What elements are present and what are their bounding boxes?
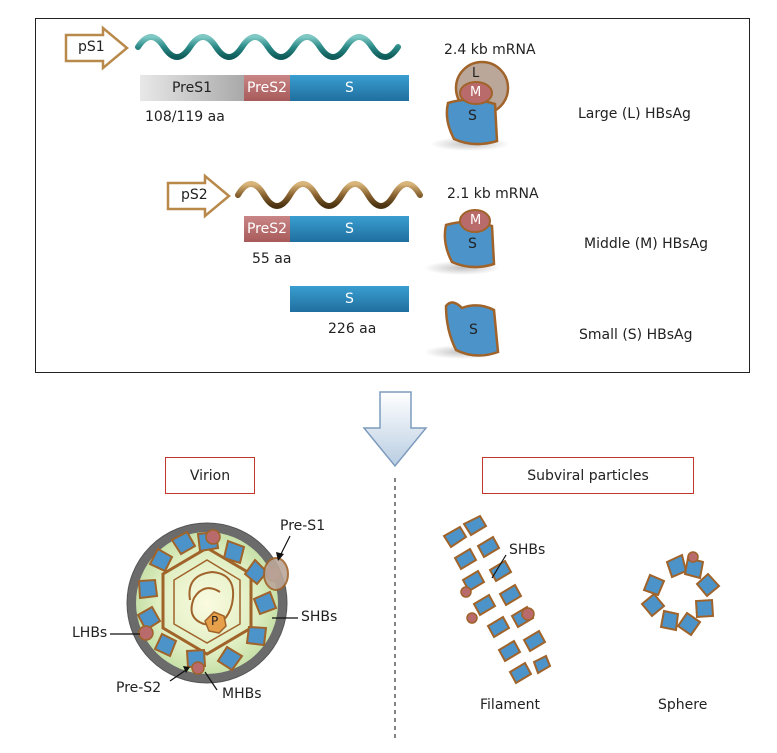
label-polymerase: P	[211, 614, 219, 628]
segment-s-large: S	[290, 75, 409, 101]
shape-letter-s-small: S	[469, 322, 478, 338]
shape-letter-m-middle: M	[470, 213, 482, 228]
label-mhbs: MHBs	[222, 686, 262, 702]
promoter-label-ps1: pS1	[78, 39, 105, 55]
protein-label-small: Small (S) HBsAg	[579, 327, 693, 343]
promoter-arrow-ps2	[166, 173, 231, 219]
flow-down-arrow	[362, 391, 428, 468]
virion-particle	[126, 522, 289, 684]
label-sphere: Sphere	[658, 697, 708, 713]
segment-s-small: S	[290, 286, 409, 312]
length-label-middle: 55 aa	[252, 251, 292, 267]
segment-s-middle: S	[290, 216, 409, 242]
label-filament: Filament	[480, 697, 541, 713]
sphere-particle	[640, 553, 721, 637]
virion-polymerase	[204, 611, 227, 634]
label-shbs-subviral: SHBs	[509, 542, 546, 558]
shape-letter-s-large: S	[468, 108, 477, 124]
label-shbs-virion: SHBs	[301, 609, 338, 625]
mrna-label-middle: 2.1 kb mRNA	[447, 186, 539, 202]
shape-letter-m-large: M	[470, 85, 482, 100]
segment-pres2-large: PreS2	[244, 75, 290, 101]
middle-protein-m-domain	[459, 209, 491, 233]
shape-letter-s-middle: S	[468, 236, 477, 252]
subviral-title-box: Subviral particles	[482, 457, 694, 494]
mrna-label-large: 2.4 kb mRNA	[444, 42, 536, 58]
shape-letter-l: L	[472, 66, 480, 81]
mrna-helix-middle	[235, 181, 423, 209]
label-lhbs: LHBs	[72, 625, 108, 641]
virion-title: Virion	[189, 467, 231, 484]
promoter-arrow-ps1	[64, 25, 129, 71]
segment-pres1-large: PreS1	[140, 75, 244, 101]
gene-expression-panel	[35, 18, 750, 373]
protein-label-large: Large (L) HBsAg	[578, 106, 691, 122]
length-label-large: 108/119 aa	[145, 109, 225, 125]
length-label-small: 226 aa	[328, 321, 377, 337]
mrna-helix-large	[135, 34, 401, 60]
virion-title-box: Virion	[165, 457, 255, 494]
protein-label-middle: Middle (M) HBsAg	[584, 236, 709, 252]
segment-pres2-middle: PreS2	[244, 216, 290, 242]
label-pre-s2: Pre-S2	[116, 680, 162, 696]
large-protein-m-domain	[459, 81, 493, 105]
promoter-label-ps2: pS2	[181, 187, 208, 203]
subviral-title: Subviral particles	[527, 467, 649, 484]
small-protein-s-domain	[444, 301, 500, 357]
label-pre-s1: Pre-S1	[280, 518, 326, 534]
